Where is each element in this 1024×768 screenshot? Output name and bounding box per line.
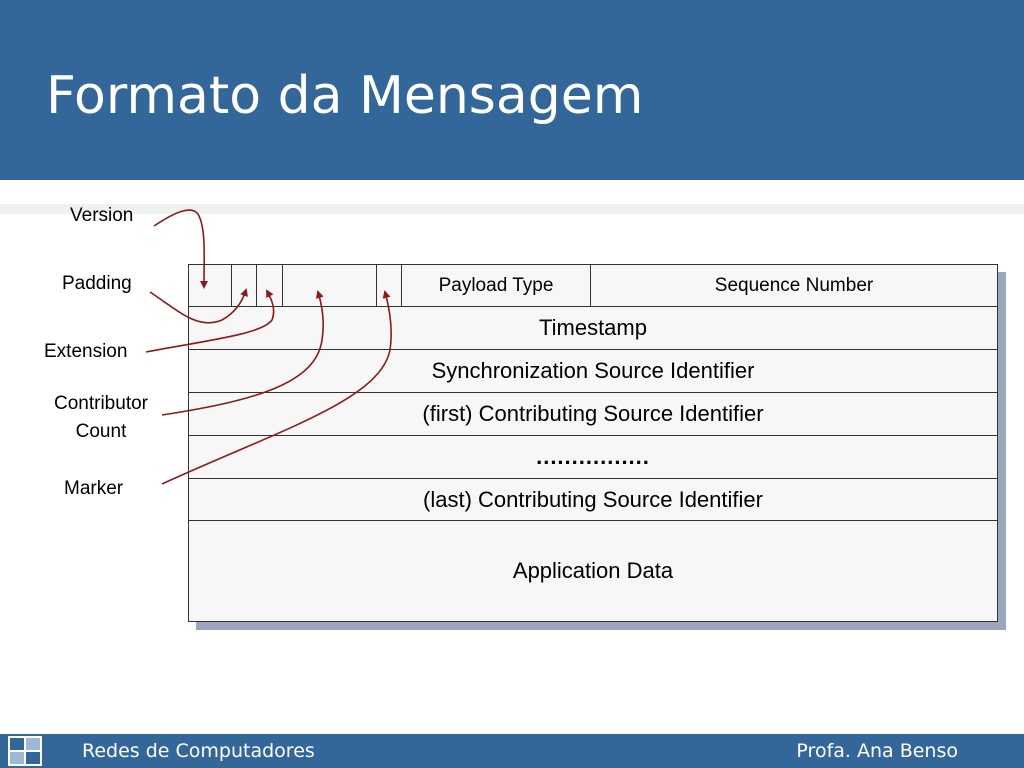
- header-row: Payload Type Sequence Number: [189, 265, 997, 307]
- title-bar: Formato da Mensagem: [0, 0, 1024, 180]
- contributor-count-cell: [283, 265, 377, 306]
- marker-label: Marker: [64, 478, 124, 499]
- extension-label: Extension: [44, 341, 128, 362]
- payload-type-cell: Payload Type: [402, 265, 591, 306]
- footer-author: Profa. Ana Benso: [796, 740, 958, 762]
- version-arrow: [153, 209, 209, 289]
- contributor-count-line1: Contributor: [54, 393, 148, 414]
- extension-arrow: [145, 289, 275, 353]
- footer-bar: Redes de Computadores Profa. Ana Benso: [0, 734, 1024, 768]
- padding-arrow: [149, 288, 248, 324]
- marker-arrow: [161, 290, 392, 485]
- ellipsis-row: ................: [189, 436, 997, 479]
- timestamp-row: Timestamp: [189, 307, 997, 350]
- contributor-count-arrow: [161, 290, 325, 416]
- padding-cell: [232, 265, 257, 306]
- university-logo-icon: [8, 736, 42, 766]
- title-stripe: [0, 204, 1024, 214]
- marker-cell: [377, 265, 402, 306]
- contributor-count-label: Contributor Count: [44, 390, 158, 446]
- first-csrc-row: (first) Contributing Source Identifier: [189, 393, 997, 436]
- packet-table: Payload Type Sequence Number Timestamp S…: [188, 264, 998, 622]
- slide-title: Formato da Mensagem: [46, 66, 644, 126]
- version-label: Version: [70, 205, 134, 226]
- footer-course: Redes de Computadores: [82, 740, 315, 762]
- application-data-row: Application Data: [512, 558, 674, 583]
- sequence-number-cell: Sequence Number: [714, 274, 874, 296]
- padding-label: Padding: [62, 273, 132, 294]
- ssrc-row: Synchronization Source Identifier: [189, 350, 997, 393]
- extension-cell: [257, 265, 283, 306]
- last-csrc-row: (last) Contributing Source Identifier: [189, 479, 997, 521]
- contributor-count-line2: Count: [75, 421, 127, 442]
- version-cell: [189, 265, 232, 306]
